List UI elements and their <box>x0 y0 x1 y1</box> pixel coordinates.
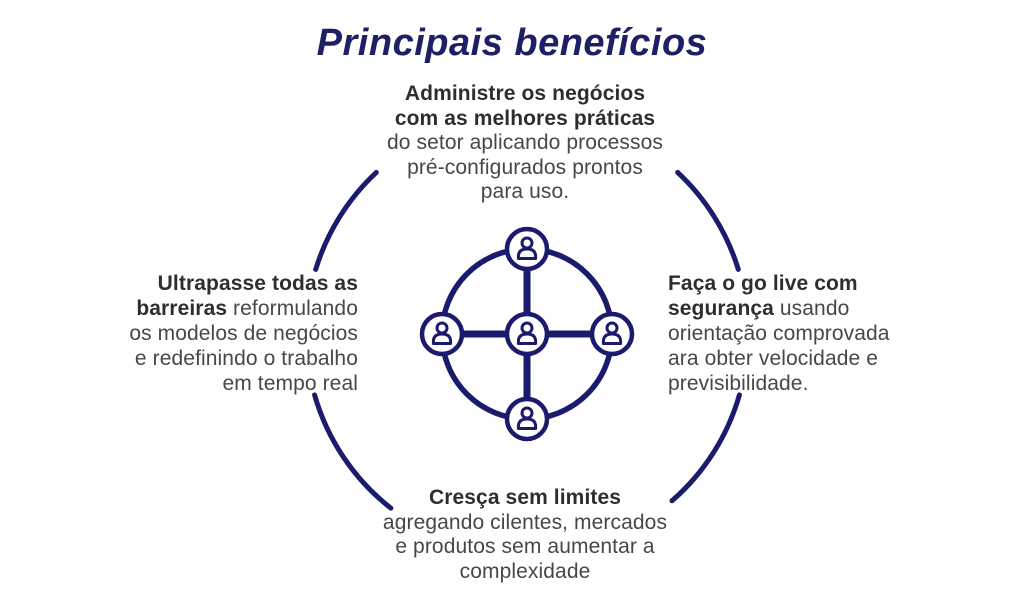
benefit-top-line: para uso. <box>480 180 570 203</box>
benefit-top-line: do setor aplicando processos <box>387 131 663 154</box>
benefit-right-line: Faça o go live com <box>668 272 858 295</box>
benefit-top-line: com as melhores práticas <box>394 106 656 130</box>
benefit-right: Faça o go live com segurança usando orie… <box>668 271 1008 396</box>
benefit-right-line: orientação comprovada <box>668 322 890 345</box>
page-title: Principais benefícios <box>316 22 708 64</box>
benefit-bottom: Cresça sem limites agregando cilentes, m… <box>325 486 725 584</box>
person-node-top <box>507 229 547 269</box>
people-network-icon <box>417 224 637 444</box>
benefit-left-line: barreiras reformulando <box>136 297 358 320</box>
benefit-bottom-line: e produtos sem aumentar a <box>395 535 655 558</box>
benefit-right-line: segurança usando <box>668 297 850 320</box>
person-node-center <box>507 314 547 354</box>
circle-arc-bottom-left <box>312 392 394 511</box>
circle-arc-bottom-right <box>669 392 742 504</box>
benefit-left-line: Ultrapasse todas as <box>157 272 358 295</box>
benefit-bottom-line: agregando cilentes, mercados <box>382 510 668 534</box>
benefit-bottom-line: complexidade <box>459 559 591 583</box>
benefit-left-line: os modelos de negócios <box>129 322 358 345</box>
person-node-bottom <box>507 399 547 439</box>
benefit-left: Ultrapasse todas as barreiras reformulan… <box>18 271 358 396</box>
circle-arc-top-left <box>313 169 379 272</box>
benefit-left-line: e redefinindo o trabalho <box>134 347 358 370</box>
benefit-right-line: ara obter velocidade e <box>668 347 879 370</box>
person-node-right <box>592 314 632 354</box>
benefit-top-line: Administre os negócios <box>404 82 646 105</box>
person-node-left <box>422 314 462 354</box>
benefit-top-line: pré-configurados prontos <box>407 155 643 179</box>
benefit-top: Administre os negócios com as melhores p… <box>325 82 725 205</box>
circle-arc-top-right <box>675 169 741 272</box>
benefit-left-line: em tempo real <box>222 372 358 395</box>
benefit-right-line: previsibilidade. <box>668 372 809 395</box>
benefit-bottom-line: Cresça sem limites <box>428 486 622 509</box>
